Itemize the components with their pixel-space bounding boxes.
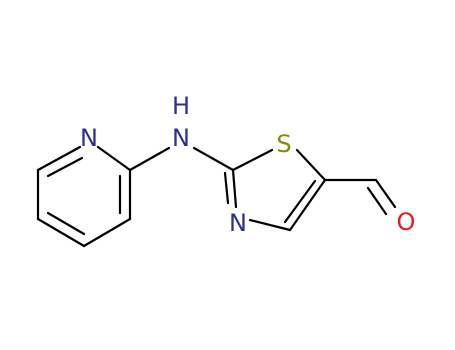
atom-o-aldehyde: O	[397, 208, 416, 236]
atom-nh-hydrogen: H	[172, 92, 190, 120]
atom-labels: N N H S N O	[80, 92, 415, 237]
atom-n-thiazole: N	[229, 209, 247, 237]
bond-lines	[36, 145, 397, 248]
bond-c5-c4-inner	[283, 179, 317, 224]
bond-n-c2	[231, 168, 238, 209]
atom-n-pyridine: N	[80, 124, 98, 152]
bond-pyridine-n-c1-inner	[46, 156, 84, 178]
bond-c2-s	[231, 148, 274, 172]
bond-pyridine-c3-c4	[82, 217, 132, 248]
bond-s-c5	[295, 148, 327, 182]
bond-cho-o	[374, 178, 397, 209]
bond-cho-o-double	[366, 186, 388, 216]
bond-n-c2-inner	[223, 171, 230, 205]
bond-c5-c4	[288, 178, 327, 232]
bond-nh-c2-thiazole	[192, 146, 235, 172]
bond-c4-n	[248, 218, 292, 232]
bond-c5-nh	[128, 146, 171, 172]
atom-nh-nitrogen: N	[172, 124, 190, 152]
bond-pyridine-c2-c3-inner	[46, 211, 86, 236]
bond-pyridine-c2-c3	[36, 217, 86, 248]
atom-s-thiazole: S	[276, 130, 291, 158]
bond-pyridine-n-c1	[36, 145, 82, 172]
bond-pyridine-c5-n	[96, 145, 132, 172]
